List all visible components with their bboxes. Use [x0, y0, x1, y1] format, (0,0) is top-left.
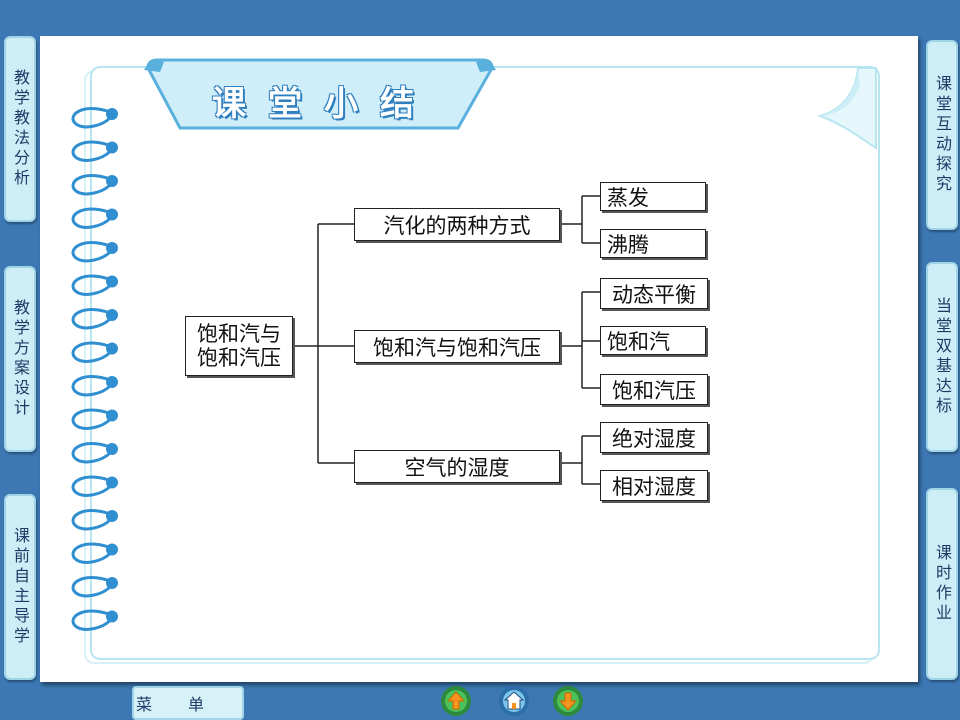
diagram-branch-node: 汽化的两种方式 [354, 208, 560, 241]
diagram-leaf-node: 饱和汽压 [600, 374, 708, 405]
spiral-ring [71, 174, 112, 196]
nav-tab-label: 课堂互动探究 [933, 75, 952, 195]
diagram-branch-node: 饱和汽与饱和汽压 [354, 330, 560, 363]
spiral-hole [106, 309, 118, 321]
spiral-ring [71, 542, 112, 564]
spiral-hole [106, 610, 118, 623]
nav-tab-label: 教学教法分析 [11, 69, 30, 189]
nav-tab-homework[interactable]: 课时作业 [926, 488, 958, 680]
spiral-ring [71, 609, 112, 631]
spiral-ring [71, 408, 112, 430]
spiral-hole [106, 208, 118, 221]
spiral-ring [71, 140, 112, 162]
spiral-ring [71, 576, 112, 598]
nav-tab-label: 教学方案设计 [11, 299, 30, 419]
title-banner [144, 58, 496, 130]
spiral-hole [106, 543, 118, 556]
spiral-hole [106, 275, 118, 288]
home-icon[interactable] [498, 685, 530, 717]
diagram-leaf-node: 沸腾 [600, 229, 706, 258]
spiral-ring [71, 442, 112, 464]
nav-tab-label: 课时作业 [933, 544, 952, 624]
menu-button[interactable]: 菜单 [132, 686, 244, 720]
spiral-hole [106, 476, 118, 489]
nav-tab-teaching-analysis[interactable]: 教学教法分析 [4, 36, 36, 222]
nav-tab-basic-check[interactable]: 当堂双基达标 [926, 262, 958, 452]
spiral-hole [106, 108, 118, 120]
page-title: 课堂小结 [212, 84, 436, 124]
spiral-hole [106, 175, 118, 187]
nav-tab-classroom-interaction[interactable]: 课堂互动探究 [926, 40, 958, 230]
up-arrow-icon[interactable] [440, 685, 472, 717]
spiral-binding-icon [71, 107, 118, 631]
spiral-hole [106, 242, 118, 254]
spiral-ring [71, 509, 112, 531]
spiral-ring [71, 107, 112, 129]
spiral-hole [106, 376, 118, 388]
diagram-branch-node: 空气的湿度 [354, 450, 560, 483]
down-arrow-icon[interactable] [552, 685, 584, 717]
diagram-leaf-node: 动态平衡 [600, 278, 708, 309]
page-curl-icon [816, 67, 877, 150]
menu-button-label: 菜单 [135, 695, 240, 714]
spiral-ring [71, 475, 112, 497]
diagram-leaf-node: 相对湿度 [600, 470, 708, 501]
nav-tab-preview-study[interactable]: 课前自主导学 [4, 494, 36, 680]
nav-tab-label: 当堂双基达标 [933, 297, 952, 417]
spiral-hole [106, 342, 118, 355]
diagram-leaf-node: 饱和汽 [600, 326, 706, 355]
diagram-leaf-node: 蒸发 [600, 182, 706, 211]
spiral-hole [106, 510, 118, 522]
spiral-hole [106, 409, 118, 422]
spiral-hole [106, 443, 118, 455]
nav-tab-label: 课前自主导学 [11, 527, 30, 647]
diagram-root-node: 饱和汽与 饱和汽压 [185, 316, 293, 376]
spiral-ring [71, 207, 112, 229]
diagram-leaf-node: 绝对湿度 [600, 422, 708, 453]
spiral-ring [71, 375, 112, 397]
spiral-ring [71, 241, 112, 263]
nav-tab-teaching-design[interactable]: 教学方案设计 [4, 266, 36, 452]
spiral-ring [71, 308, 112, 330]
spiral-ring [71, 274, 112, 296]
spiral-hole [106, 577, 118, 589]
spiral-hole [106, 141, 118, 154]
spiral-ring [71, 341, 112, 363]
